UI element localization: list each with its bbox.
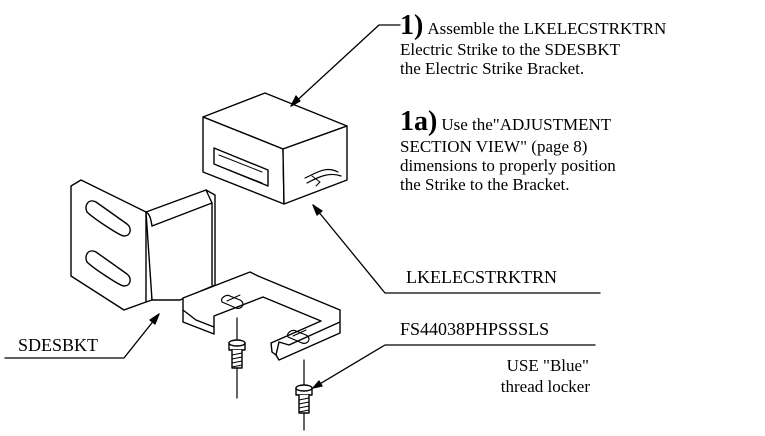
step1-note: 1) Assemble the LKELECSTRKTRN xyxy=(400,12,666,40)
step1-line2: Electric Strike to the SDESBKT xyxy=(400,40,621,59)
step1a-line3: dimensions to properly position xyxy=(400,156,616,175)
step1a-line4: the Strike to the Bracket. xyxy=(400,175,570,194)
step1-text: Assemble the LKELECSTRKTRN xyxy=(427,19,667,38)
threadlocker-note-line1: USE "Blue" xyxy=(506,356,589,375)
step1a-number: 1a) xyxy=(400,106,438,137)
screw-right xyxy=(296,360,312,430)
threadlocker-note-line2: thread locker xyxy=(500,377,590,396)
strike-label: LKELECSTRKTRN xyxy=(406,267,557,287)
screw-left xyxy=(229,318,245,398)
step1-line3: the Electric Strike Bracket. xyxy=(400,59,585,78)
step1-number: 1) xyxy=(400,10,424,41)
step1a-text: Use the"ADJUSTMENT xyxy=(441,115,612,134)
screw-label: FS44038PHPSSSLS xyxy=(400,319,550,339)
strike-bracket xyxy=(71,180,340,360)
electric-strike xyxy=(203,93,347,204)
leader-lines xyxy=(5,25,600,388)
step1a-line2: SECTION VIEW" (page 8) xyxy=(400,137,588,156)
step1a-note: 1a) Use the"ADJUSTMENT xyxy=(400,108,611,136)
bracket-label: SDESBKT xyxy=(18,335,99,355)
